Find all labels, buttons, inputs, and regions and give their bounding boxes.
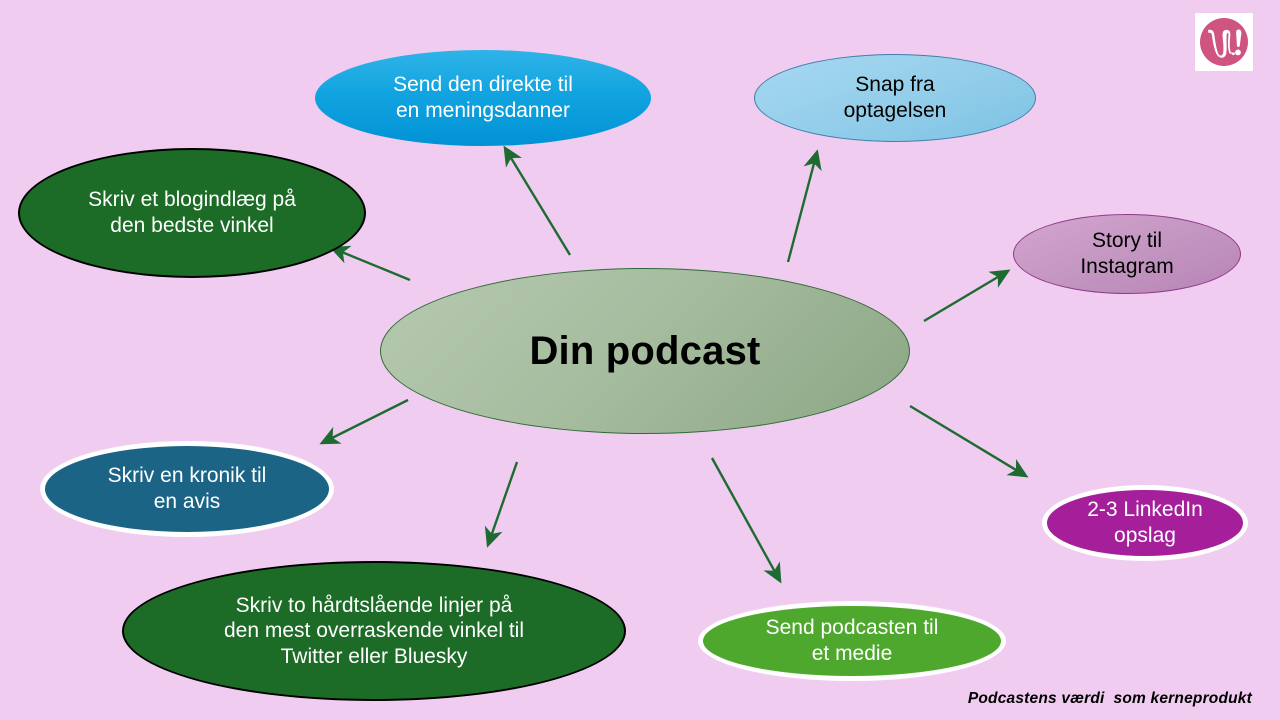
arrow-to-twitter <box>484 461 519 548</box>
brand-logo <box>1195 13 1253 71</box>
arrow-to-meningsdanner <box>503 145 572 256</box>
node-twitter-bluesky[interactable]: Skriv to hårdtslående linjer på den mest… <box>122 561 626 701</box>
w-exclamation-logo-icon <box>1195 13 1253 71</box>
arrow-to-blog <box>329 245 411 282</box>
arrow-to-kronik <box>319 398 409 445</box>
slide-caption: Podcastens værdi som kerneprodukt <box>967 690 1252 707</box>
arrow-to-instagram <box>923 269 1011 323</box>
arrow-to-medie <box>710 457 782 584</box>
node-linkedin-opslag[interactable]: 2-3 LinkedIn opslag <box>1042 485 1248 561</box>
arrow-to-linkedin <box>909 404 1029 478</box>
node-snap-fra-optagelsen[interactable]: Snap fra optagelsen <box>754 54 1036 142</box>
node-blogindlaeg[interactable]: Skriv et blogindlæg på den bedste vinkel <box>18 148 366 278</box>
node-kronik-til-en-avis[interactable]: Skriv en kronik til en avis <box>40 441 334 537</box>
center-node-din-podcast[interactable]: Din podcast <box>380 268 910 434</box>
node-story-til-instagram[interactable]: Story til Instagram <box>1013 214 1241 294</box>
arrow-to-snap <box>786 149 822 263</box>
node-send-podcasten-til-et-medie[interactable]: Send podcasten til et medie <box>698 601 1006 681</box>
node-meningsdanner[interactable]: Send den direkte til en meningsdanner <box>315 50 651 146</box>
